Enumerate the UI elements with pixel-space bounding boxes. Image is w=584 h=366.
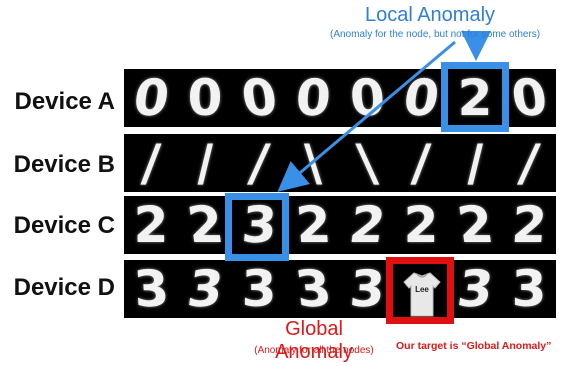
global-anomaly-subtitle: (Anomaly for all the nodes)	[254, 345, 374, 356]
device-label-c: Device C	[13, 212, 115, 239]
device-label-b: Device B	[13, 151, 115, 178]
digit-cell: /	[409, 134, 433, 192]
digit-cell: 0	[293, 69, 333, 127]
local-anomaly-subtitle: (Anomaly for the node, but not for some …	[330, 29, 541, 40]
digit-cell: 2	[453, 196, 497, 254]
shirt-logo: Lee	[415, 285, 429, 294]
digit-cell: 0	[507, 69, 551, 127]
digit-cell: 2	[133, 196, 169, 254]
digit-cell: 3	[183, 260, 227, 318]
digit-cell: 2	[509, 196, 549, 254]
digit-cell: 3	[453, 260, 497, 318]
digit-cell: 0	[237, 69, 281, 127]
device-label-d: Device D	[13, 274, 115, 301]
digit-cell: 3	[131, 260, 171, 318]
digit-cell: 2	[183, 196, 227, 254]
digit-cell: 0	[399, 69, 443, 127]
digit-cell: 2	[293, 196, 333, 254]
digit-cell: 0	[129, 69, 173, 127]
digit-cell: /	[139, 134, 163, 192]
digit-cell: \	[353, 134, 381, 192]
digit-cell: /	[245, 134, 273, 192]
global-anomaly-box-device-d	[386, 257, 454, 324]
target-note: Our target is “Global Anomaly”	[396, 340, 552, 352]
local-anomaly-box-device-c	[225, 193, 289, 261]
digit-cell: 2	[457, 69, 493, 127]
local-anomaly-title: Local Anomaly	[364, 4, 496, 26]
digit-cell: /	[193, 134, 217, 192]
digit-cell: 0	[187, 69, 223, 127]
digit-cell: /	[463, 134, 487, 192]
digit-cell: \	[303, 134, 323, 192]
digit-cell: /	[515, 134, 543, 192]
device-label-a: Device A	[14, 88, 116, 115]
digit-strip-b: / / / \ \ / / /	[124, 134, 556, 192]
digit-cell: 2	[345, 196, 389, 254]
digit-strip-d: 3 3 3 3 3 3 3	[124, 260, 556, 318]
shirt-icon: Lee	[403, 272, 441, 317]
digit-cell: 3	[511, 260, 547, 318]
digit-cell: 3	[291, 260, 335, 318]
digit-cell: 2	[403, 196, 439, 254]
digit-cell: 3	[241, 260, 277, 318]
local-anomaly-box-device-a	[441, 62, 509, 132]
digit-cell: 0	[347, 69, 387, 127]
global-anomaly-title: Global Anomaly	[275, 318, 353, 363]
digit-strip-c: 2 2 3 2 2 2 2 2	[124, 196, 556, 254]
